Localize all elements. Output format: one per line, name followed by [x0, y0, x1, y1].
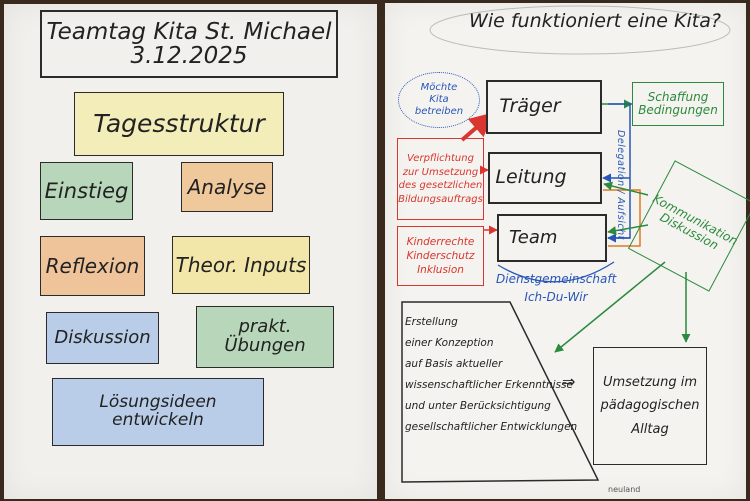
schaffung-line-2: Bedingungen	[638, 103, 718, 117]
title-line-2: 3.12.2025	[130, 43, 248, 69]
implies-arrow: ⇒	[562, 372, 576, 391]
reflexion-card: Reflexion	[40, 236, 145, 296]
verpflichtung-line-1: Verpflichtung	[407, 153, 474, 164]
title-line-1: Teamtag Kita St. Michael	[46, 18, 332, 45]
erstellung-line-5: und unter Berücksichtigung	[405, 400, 551, 412]
einstieg-card: Einstieg	[40, 162, 133, 220]
kinderrechte-line-1: Kinderrechte	[406, 235, 475, 248]
umsetzung-box: Umsetzung im pädagogischen Alltag	[593, 347, 707, 465]
green-arrow-kommu-leitung	[603, 181, 649, 196]
team-box: Team	[497, 214, 607, 262]
kinderrechte-line-3: Inklusion	[417, 264, 464, 277]
theor-inputs-card: Theor. Inputs	[172, 236, 310, 294]
umsetzung-line-1: Umsetzung im	[602, 374, 697, 390]
title-ellipse	[429, 5, 731, 55]
analyse-card: Analyse	[181, 162, 273, 212]
leitung-label: Leitung	[495, 166, 567, 189]
ich-du-wir-label: Ich-Du-Wir	[524, 290, 588, 304]
dienstgemeinschaft-label: Dienstgemeinschaft	[496, 272, 617, 286]
delegation-label: Delegation / Aufsicht	[615, 130, 626, 240]
blue-bracket	[497, 261, 615, 283]
title-card: Teamtag Kita St. Michael 3.12.2025	[40, 10, 338, 78]
erstellung-text: Erstellung einer Konzeption auf Basis ak…	[405, 312, 585, 438]
moechte-line-3: betreiben	[414, 106, 464, 117]
verpflichtung-box: Verpflichtung zur Umsetzung des gesetzli…	[397, 138, 484, 220]
erstellung-shape	[401, 301, 600, 483]
diskussion-card: Diskussion	[46, 312, 159, 364]
erstellung-line-2: einer Konzeption	[405, 337, 494, 349]
orange-link	[603, 189, 641, 247]
moechte-kita-note: Möchte Kita betreiben	[398, 72, 480, 128]
moechte-line-1: Möchte	[420, 82, 458, 93]
traeger-box: Träger	[486, 80, 602, 134]
leitung-box: Leitung	[488, 152, 602, 204]
team-label: Team	[509, 226, 558, 248]
brand-label: neuland	[608, 485, 641, 494]
moechte-line-2: Kita	[429, 94, 449, 105]
umsetzung-line-3: Alltag	[631, 421, 669, 437]
verpflichtung-line-3: des gesetzlichen	[398, 180, 483, 191]
erstellung-line-1: Erstellung	[405, 316, 458, 328]
green-arrow-erstellung	[554, 261, 666, 353]
verpflichtung-line-2: zur Umsetzung	[402, 166, 479, 178]
verpflichtung-line-4: Bildungsauftrags	[398, 193, 483, 205]
prakt-uebungen-card: prakt. Übungen	[196, 306, 334, 368]
erstellung-line-4: wissenschaftlicher Erkenntnisse	[405, 379, 573, 391]
kinderrechte-box: Kinderrechte Kinderschutz Inklusion	[397, 226, 484, 286]
green-arrow-kommu-team	[607, 224, 649, 236]
loesungsideen-card: Lösungsideen entwickeln	[52, 378, 264, 446]
umsetzung-line-2: pädagogischen	[600, 398, 700, 414]
erstellung-line-6: gesellschaftlicher Entwicklungen	[405, 421, 578, 433]
tagesstruktur-card: Tagesstruktur	[74, 92, 284, 156]
schaffung-line-1: Schaffung	[647, 90, 709, 105]
traeger-label: Träger	[499, 95, 561, 118]
erstellung-line-3: auf Basis aktueller	[405, 358, 503, 370]
kinderrechte-line-2: Kinderschutz	[406, 249, 475, 262]
right-board-title: Wie funktioniert eine Kita?	[469, 10, 721, 32]
dienstgemeinschaft-note: Dienstgemeinschaft Ich-Du-Wir	[496, 270, 616, 306]
schaffung-box: Schaffung Bedingungen	[632, 82, 724, 126]
